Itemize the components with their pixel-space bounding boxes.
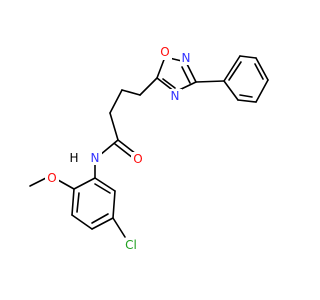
bond-phenyl-4 xyxy=(255,79,269,103)
atom-h-amide: H xyxy=(68,150,80,165)
bond-aryl-5 xyxy=(112,190,116,219)
bond-c-n-amide xyxy=(99,139,119,156)
bond-aryl-1 xyxy=(73,177,96,190)
bond-phenyl-oxadiazole xyxy=(195,80,225,83)
bond-aryl-cl xyxy=(112,217,126,238)
bond-phenyl-1-inner xyxy=(228,61,242,81)
bond-phenyl-2 xyxy=(239,55,257,59)
bond-phenyl-5 xyxy=(237,99,257,103)
atom-o-methoxy: O xyxy=(45,170,59,185)
bond-aryl-6 xyxy=(94,177,116,192)
bond-aryl-4-inner xyxy=(91,213,109,224)
bond-aryl-4 xyxy=(91,217,114,230)
atom-o-oxadiazole: O xyxy=(158,45,172,60)
atom-cl-label: Cl xyxy=(125,238,137,252)
bond-chain-3 xyxy=(109,89,123,114)
atom-n-oxadiazole-bottom-label: N xyxy=(171,89,180,103)
atom-n-oxadiazole-top-label: N xyxy=(182,51,191,65)
bond-chain-1 xyxy=(139,77,158,96)
atom-o-carbonyl: O xyxy=(131,152,145,167)
atom-labels: N O N O N H O Cl xyxy=(45,45,193,253)
bond-oxa-o1-c5 xyxy=(156,56,166,79)
bond-phenyl-6 xyxy=(223,80,239,101)
atom-n-amide-label: N xyxy=(91,151,100,165)
atom-o-oxadiazole-label: O xyxy=(160,45,169,59)
bond-aryl-2-inner xyxy=(76,192,80,213)
bond-chain-2 xyxy=(121,89,141,96)
bond-oxa-c3-n2-inner xyxy=(181,66,191,84)
atom-cl: Cl xyxy=(121,238,141,253)
atom-n-oxadiazole-bottom: N xyxy=(169,89,182,104)
bond-phenyl-1 xyxy=(223,55,241,82)
molecule-structure: N O N O N H O Cl xyxy=(29,45,269,253)
atom-n-amide: N xyxy=(89,150,102,165)
bond-chain-4 xyxy=(109,112,119,141)
bond-oxa-c5-n4-inner xyxy=(162,78,176,89)
bond-aryl-o-methoxy xyxy=(57,179,75,190)
atom-n-oxadiazole-top: N xyxy=(180,50,193,65)
atom-o-methoxy-label: O xyxy=(47,171,56,185)
bond-phenyl-3 xyxy=(255,57,269,81)
bond-phenyl-3-inner xyxy=(254,63,264,80)
bond-aryl-2 xyxy=(71,188,75,216)
atom-o-carbonyl-label: O xyxy=(133,152,142,166)
bond-aryl-6-inner xyxy=(94,183,111,194)
bond-aryl-3 xyxy=(71,214,93,230)
bond-carbonyl-a xyxy=(117,139,137,155)
atom-h-amide-label: H xyxy=(69,151,78,165)
bond-o-methyl xyxy=(29,177,47,187)
bonds xyxy=(29,55,269,238)
bond-carbonyl-b xyxy=(114,143,134,159)
bond-oxa-c3-n2 xyxy=(185,61,197,83)
bond-phenyl-5-inner xyxy=(239,94,253,98)
